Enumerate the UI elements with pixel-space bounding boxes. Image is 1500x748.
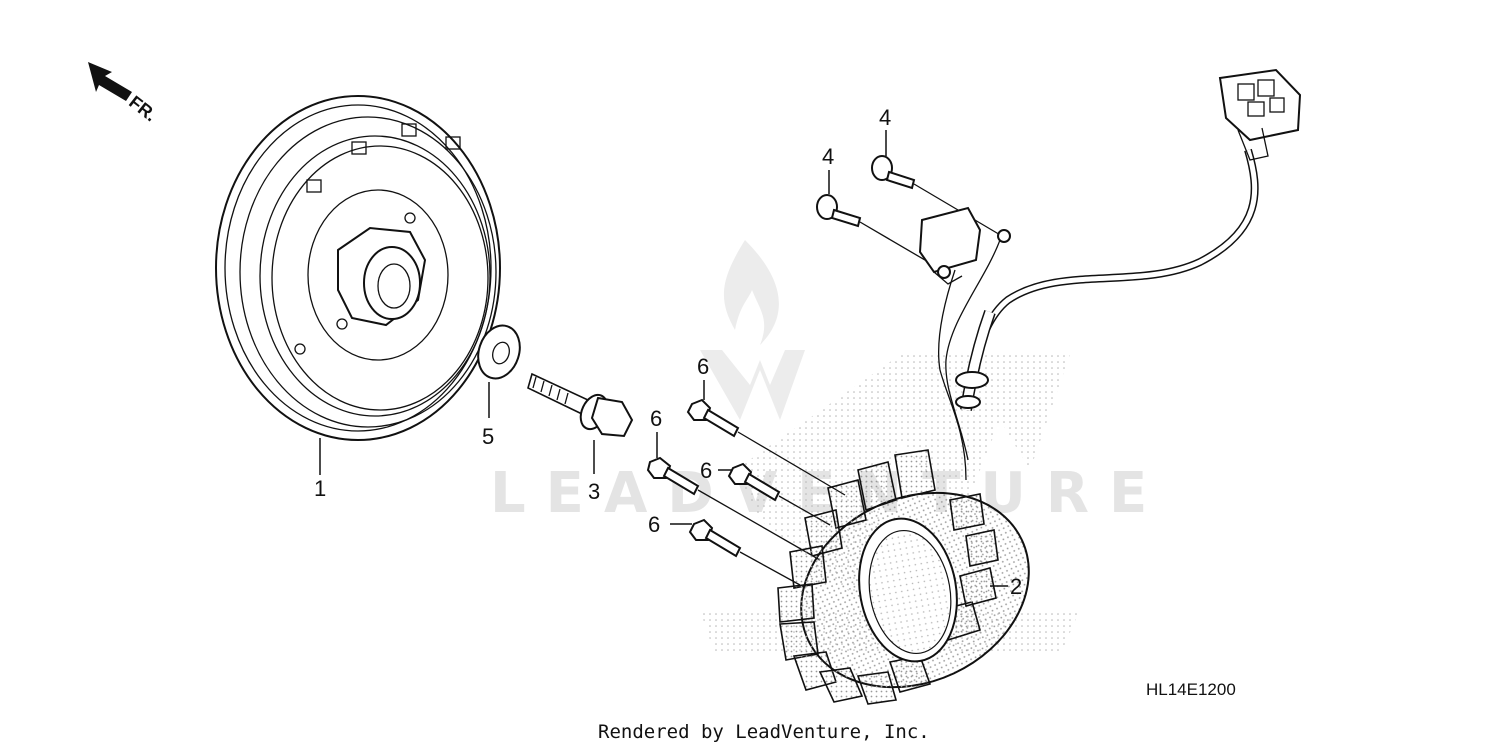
callout-stator-bolt-c: 6 (700, 458, 712, 483)
stator-part: 2 (777, 449, 1030, 705)
flange-bolt-part: 3 (527, 372, 634, 504)
diagram-ref-code: HL14E1200 (1146, 680, 1236, 699)
front-direction-arrow-icon: FR. (88, 62, 161, 125)
callout-washer: 5 (482, 424, 494, 449)
callout-flywheel: 1 (314, 476, 326, 501)
callout-pulse-screw-b: 4 (879, 105, 891, 130)
washer-part: 5 (477, 324, 521, 449)
front-direction-label: FR. (125, 92, 160, 126)
callout-stator: 2 (1010, 574, 1022, 599)
callout-stator-bolt-d: 6 (648, 512, 660, 537)
callout-stator-bolt-a: 6 (697, 354, 709, 379)
callout-flange-bolt: 3 (588, 479, 600, 504)
connector-icon (1218, 68, 1302, 142)
pulse-generator: 4 4 (816, 105, 1011, 285)
wire-harness (938, 68, 1302, 481)
callout-pulse-screw-a: 4 (822, 144, 834, 169)
callout-stator-bolt-b: 6 (650, 406, 662, 431)
footer-credit: Rendered by LeadVenture, Inc. (598, 721, 930, 743)
stator-bolts: 6 6 6 6 (646, 354, 846, 586)
flywheel-part: 1 (215, 95, 501, 501)
